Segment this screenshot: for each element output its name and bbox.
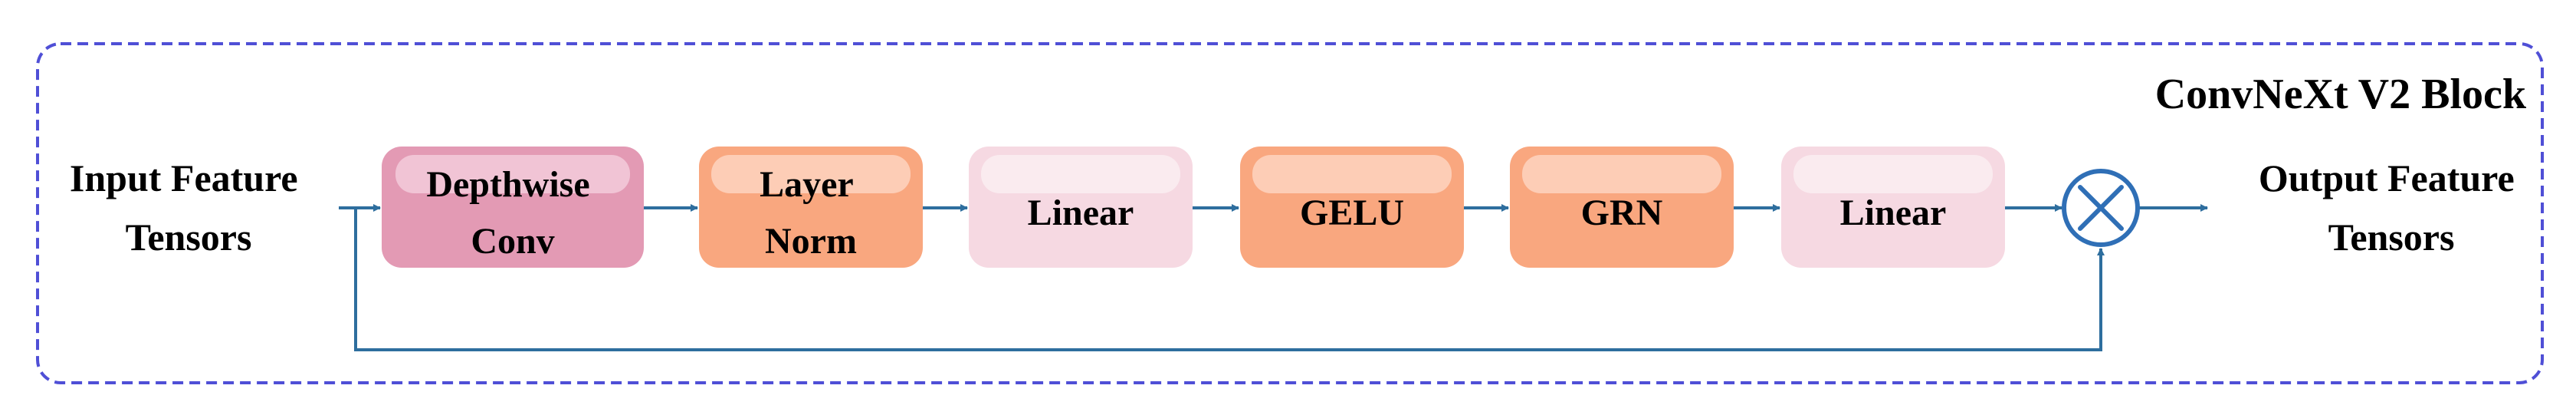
process-block-gelu: GELU xyxy=(1240,147,1464,268)
gelu-label: GELU xyxy=(1300,193,1404,233)
process-block-linear-2: Linear xyxy=(1781,147,2005,268)
linear-2-label: Linear xyxy=(1840,193,1947,233)
output-label-line-2: Tensors xyxy=(2328,216,2455,259)
flow-arrows xyxy=(339,204,2208,351)
layer-norm-label-line-1: Layer xyxy=(760,164,853,205)
grn-label: GRN xyxy=(1581,193,1663,233)
layer-norm-label-line-2: Norm xyxy=(765,221,857,262)
process-block-depthwise-conv: Depthwise Conv xyxy=(382,147,644,268)
multiply-operator xyxy=(2062,169,2140,247)
block-boundary xyxy=(36,42,2544,384)
svg-text:Depthwise Conv: Depthwise Conv xyxy=(426,164,599,262)
multiply-icon xyxy=(2078,185,2124,231)
svg-text:Linear: Linear xyxy=(1840,193,1947,233)
linear-1-label: Linear xyxy=(1028,193,1134,233)
output-label: Output Feature Tensors xyxy=(2259,156,2524,259)
depthwise-conv-label-line-2: Conv xyxy=(471,221,554,262)
svg-text:Layer Norm: Layer Norm xyxy=(760,164,862,262)
svg-text:GELU: GELU xyxy=(1300,193,1404,233)
input-label-line-1: Input Feature xyxy=(70,156,298,199)
input-label: Input Feature Tensors xyxy=(70,156,307,259)
block-title: ConvNeXt V2 Block xyxy=(2155,71,2527,118)
svg-text:GRN: GRN xyxy=(1581,193,1663,233)
process-block-grn: GRN xyxy=(1510,147,1734,268)
output-label-line-1: Output Feature xyxy=(2259,156,2515,199)
input-label-line-2: Tensors xyxy=(126,216,252,259)
process-block-layer-norm: Layer Norm xyxy=(699,147,923,268)
depthwise-conv-label-line-1: Depthwise xyxy=(426,164,589,205)
process-block-linear-1: Linear xyxy=(969,147,1193,268)
residual-skip-connection xyxy=(354,208,2105,351)
svg-text:Linear: Linear xyxy=(1028,193,1134,233)
